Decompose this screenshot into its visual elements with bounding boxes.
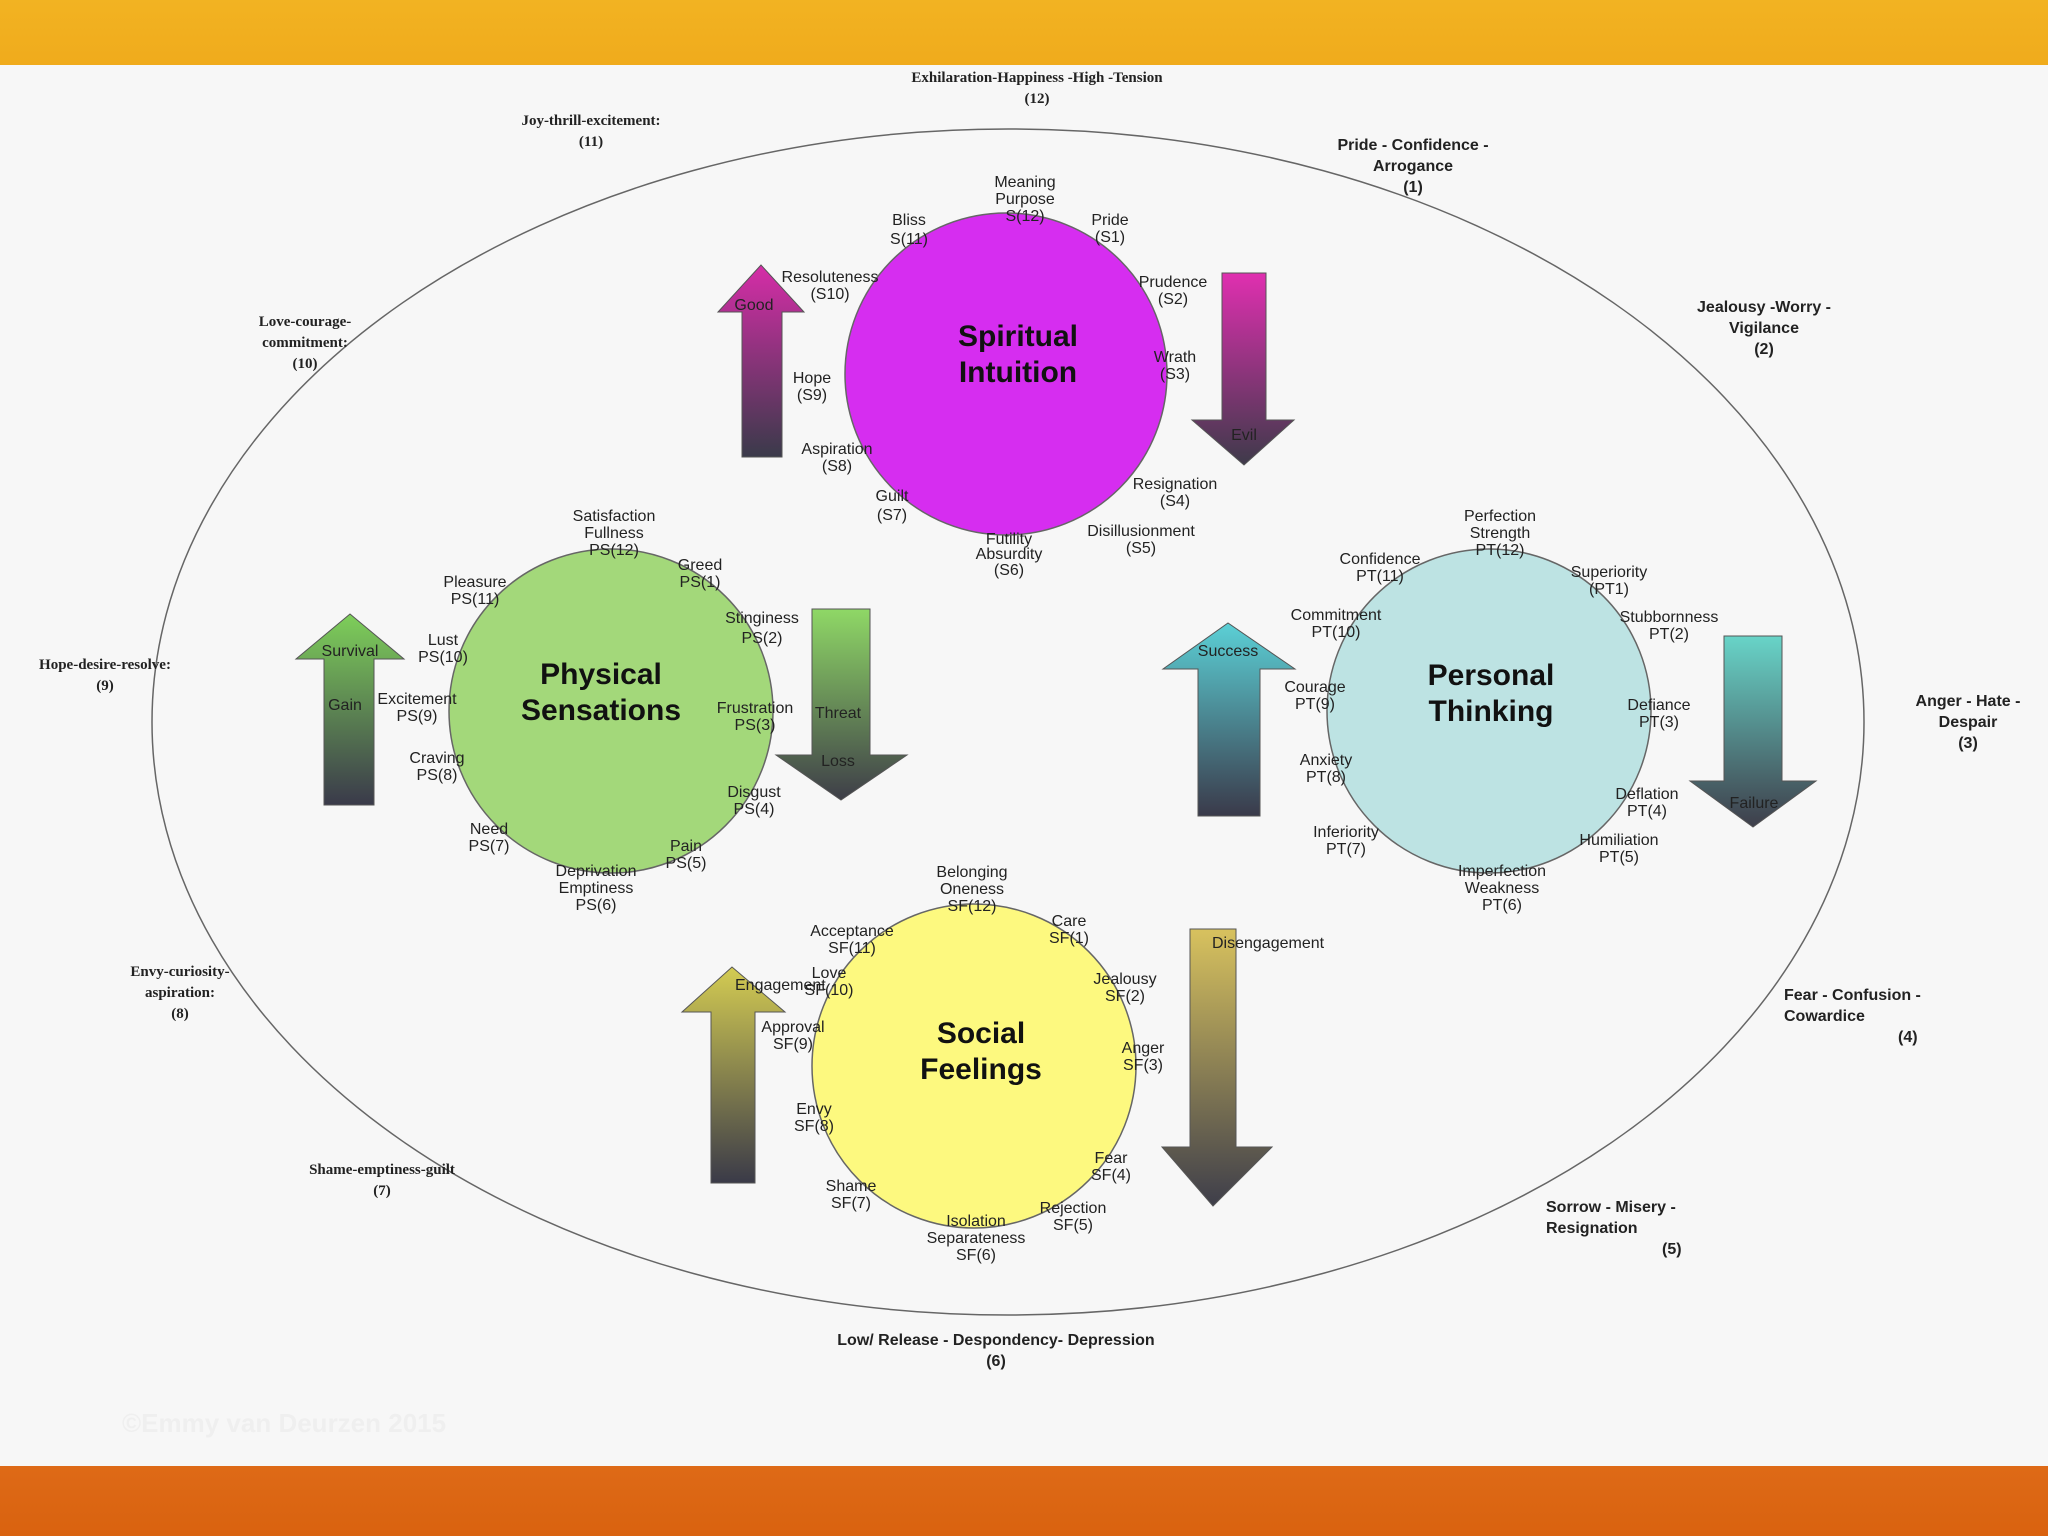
spiritual-label-s9: Hope(S9)	[793, 370, 831, 404]
evil-arrow	[1190, 272, 1296, 466]
outer-emotion-4: Fear - Confusion -Cowardice(4)	[1784, 987, 1921, 1046]
survival-arrow-label: Survival	[322, 643, 379, 660]
disengagement-arrow-label: Disengagement	[1212, 935, 1325, 952]
top-header-band	[0, 0, 2048, 65]
failure-arrow-label: Failure	[1730, 795, 1779, 812]
outer-emotion-2: Jealousy -Worry -Vigilance(2)	[1697, 299, 1831, 358]
outer-emotion-8: Envy-curiosity-aspiration:(8)	[130, 964, 229, 1022]
spiritual-intuition-circle	[844, 212, 1168, 536]
outer-emotion-9: Hope-desire-resolve:(9)	[39, 657, 171, 694]
spiritual-label-s8: Aspiration(S8)	[801, 441, 872, 475]
outer-emotion-11: Joy-thrill-excitement:(11)	[521, 113, 660, 150]
outer-ellipse	[151, 128, 1865, 1316]
spiritual-label-s4: Resignation(S4)	[1133, 476, 1218, 510]
social-feelings-circle	[811, 903, 1137, 1229]
spiritual-label-s1: Pride(S1)	[1091, 212, 1128, 246]
outer-emotion-5: Sorrow - Misery -Resignation(5)	[1546, 1199, 1682, 1258]
personal-thinking-circle	[1326, 548, 1652, 874]
success-arrow	[1161, 622, 1297, 817]
outer-emotion-12: Exhilaration-Happiness -High -Tension(12…	[911, 70, 1163, 107]
bottom-footer-band	[0, 1466, 2048, 1536]
success-arrow-label: Success	[1198, 643, 1258, 660]
outer-emotion-10: Love-courage-commitment:(10)	[259, 314, 351, 372]
failure-arrow	[1688, 635, 1818, 828]
good-arrow	[716, 264, 806, 458]
spiritual-label-s5: Disillusionment(S5)	[1087, 523, 1195, 557]
threat-loss-arrow	[774, 608, 909, 801]
evil-arrow-label: Evil	[1231, 427, 1257, 444]
threat-arrow-label: Threat	[815, 705, 862, 722]
outer-emotion-1: Pride - Confidence -Arrogance(1)	[1337, 137, 1488, 196]
copyright-notice: ©Emmy van Deurzen 2015	[122, 1408, 447, 1438]
loss-arrow-label: Loss	[821, 753, 855, 770]
outer-emotion-labels: Exhilaration-Happiness -High -Tension(12…	[39, 70, 2020, 1370]
engagement-arrow	[680, 966, 787, 1184]
spiritual-label-s3: Wrath(S3)	[1154, 349, 1196, 383]
spiritual-label-s2: Prudence(S2)	[1139, 274, 1208, 308]
thinking-label-pt1: Superiority(PT1)	[1571, 564, 1647, 598]
spiritual-label-s7: Guilt(S7)	[876, 488, 909, 524]
disengagement-arrow	[1160, 928, 1274, 1207]
engagement-arrow-label: Engagement	[735, 977, 826, 994]
physical-sensations-circle	[448, 548, 774, 874]
survival-gain-arrow	[294, 613, 406, 806]
outer-emotion-6: Low/ Release - Despondency- Depression(6…	[837, 1332, 1154, 1370]
outer-emotion-3: Anger - Hate -Despair(3)	[1916, 693, 2021, 752]
good-arrow-label: Good	[734, 297, 773, 314]
spiritual-label-s10: Resoluteness(S10)	[782, 269, 879, 303]
gain-arrow-label: Gain	[328, 697, 362, 714]
outer-emotion-7: Shame-emptiness-guilt(7)	[309, 1162, 455, 1199]
